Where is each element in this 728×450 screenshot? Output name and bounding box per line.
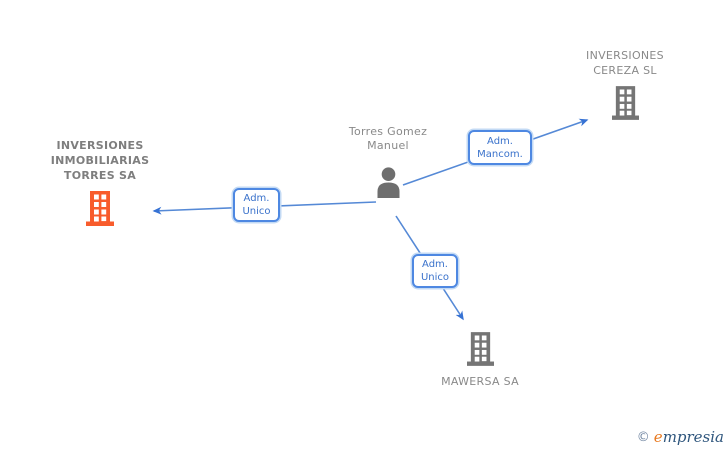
empresia-logo[interactable]: © empresia — [637, 429, 724, 445]
edge-label-adm-unico-torres: Adm. Unico — [233, 188, 280, 222]
edge-label-adm-mancom-cereza: Adm. Mancom. — [468, 130, 532, 165]
company-name: INVERSIONES CEREZA SL — [586, 49, 664, 77]
building-icon — [86, 191, 114, 226]
edge-label-text: Adm. Unico — [420, 259, 450, 283]
empresia-wordmark: empresia — [654, 429, 724, 445]
person-icon — [375, 167, 402, 198]
building-icon — [466, 332, 494, 366]
company-name: INVERSIONES INMOBILIARIAS TORRES SA — [50, 139, 150, 182]
company-node-cereza[interactable]: INVERSIONES CEREZA SL — [575, 48, 675, 120]
company-node-torres[interactable]: INVERSIONES INMOBILIARIAS TORRES SA — [37, 138, 163, 226]
person-name: Torres Gomez Manuel — [348, 125, 428, 152]
edge-label-adm-unico-mawersa: Adm. Unico — [412, 254, 458, 288]
copyright-symbol: © — [636, 429, 650, 445]
wordmark-initial: e — [653, 428, 663, 446]
edge-label-text: Adm. Unico — [242, 193, 271, 217]
company-node-mawersa[interactable]: MAWERSA SA — [430, 332, 530, 389]
wordmark-rest: mpresia — [662, 428, 724, 446]
company-name: MAWERSA SA — [441, 375, 519, 388]
edge-label-text: Adm. Mancom. — [477, 135, 523, 160]
person-node[interactable]: Torres Gomez Manuel — [348, 125, 428, 198]
building-icon — [611, 86, 639, 120]
